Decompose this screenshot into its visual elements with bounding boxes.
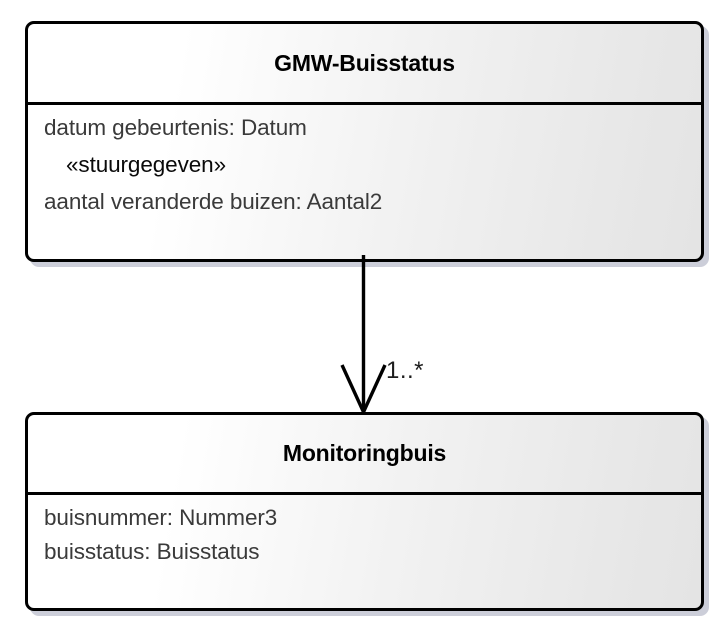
class-attribute: buisnummer: Nummer3 [44, 505, 278, 530]
class-attribute: buisstatus: Buisstatus [44, 539, 260, 564]
class-title-gmw-buisstatus: GMW-Buisstatus [274, 49, 455, 76]
uml-class-gmw-buisstatus[interactable]: GMW-Buisstatus datum gebeurtenis: Datum … [25, 21, 704, 262]
class-attributes-monitoringbuis: buisnummer: Nummer3 buisstatus: Buisstat… [28, 495, 701, 608]
class-header-monitoringbuis: Monitoringbuis [28, 415, 701, 495]
class-attribute: datum gebeurtenis: Datum [44, 115, 307, 140]
class-attribute: aantal veranderde buizen: Aantal2 [44, 189, 383, 214]
class-attributes-gmw-buisstatus: datum gebeurtenis: Datum «stuurgegeven» … [28, 105, 701, 259]
arrowhead-left-stroke [340, 364, 366, 413]
association-composition-arrow [340, 255, 387, 413]
multiplicity-label: 1..* [386, 357, 425, 384]
uml-class-monitoringbuis[interactable]: Monitoringbuis buisnummer: Nummer3 buiss… [25, 412, 704, 611]
class-stereotype: «stuurgegeven» [66, 152, 226, 177]
arrowhead-right-stroke [361, 364, 387, 413]
class-title-monitoringbuis: Monitoringbuis [282, 440, 447, 466]
class-header-gmw-buisstatus: GMW-Buisstatus [28, 24, 701, 105]
